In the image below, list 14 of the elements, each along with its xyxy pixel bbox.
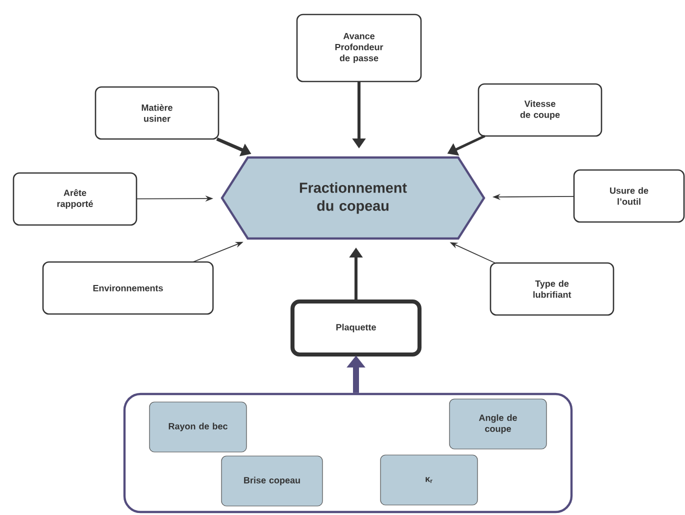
factor-box: Matière usiner [94,86,220,140]
group-frame [123,392,573,514]
insert-box: Plaquette [290,300,422,356]
parameter-box: Angle de coupe [449,398,547,450]
factor-box: Environnements [42,261,214,315]
parameter-box: Rayon de bec [149,402,247,452]
factor-box: Arête rapporté [12,172,138,226]
parameter-box: Brise copeau [221,456,323,506]
hexagon: Fractionnement du copeau [220,156,486,240]
factor-box: Vitesse de coupe [478,83,602,137]
parameter-box: κ$_{r}$ [380,454,478,506]
factor-box: Avance Profondeur de passe [296,14,422,82]
factor-box: Type de lubrifiant [490,262,614,316]
factor-box: Usure de l’outil [573,169,685,223]
